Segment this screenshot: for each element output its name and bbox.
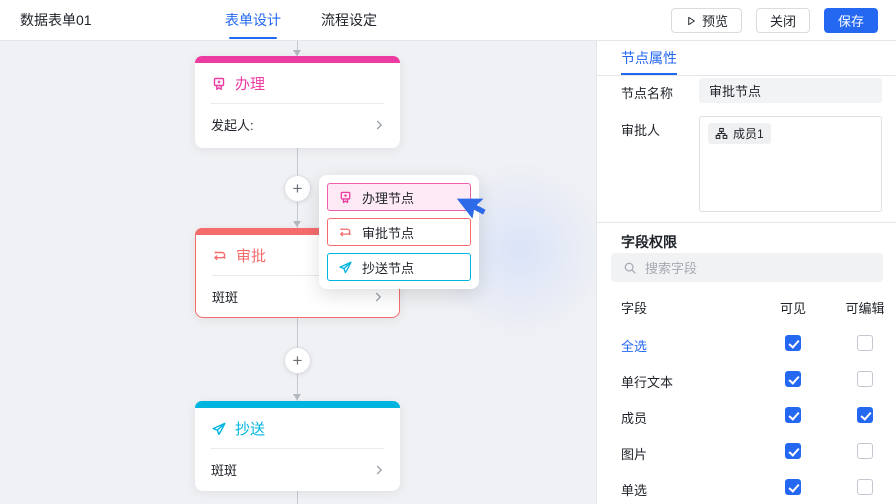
node-name-label: 节点名称 xyxy=(621,86,674,101)
add-node-menu: 办理节点 审批节点 xyxy=(319,175,479,289)
mouse-cursor-icon xyxy=(457,187,491,221)
menu-item-label: 抄送节点 xyxy=(362,260,415,276)
panel-tabbar: 节点属性 xyxy=(597,41,896,76)
column-header-field: 字段 xyxy=(621,301,648,316)
header-actions: 预览 关闭 保存 xyxy=(670,8,878,33)
send-icon xyxy=(338,260,353,275)
preview-button[interactable]: 预览 xyxy=(670,8,742,33)
route-icon xyxy=(212,248,228,264)
route-icon xyxy=(338,225,353,240)
node-color-bar xyxy=(195,401,400,408)
column-header-editable: 可编辑 xyxy=(845,301,885,316)
node-title: 审批 xyxy=(236,248,267,265)
chevron-right-icon[interactable] xyxy=(372,118,386,132)
visible-checkbox[interactable] xyxy=(785,335,801,351)
table-row: 单选 xyxy=(597,479,896,498)
node-title: 抄送 xyxy=(235,421,266,438)
node-title: 办理 xyxy=(235,76,266,93)
select-all-link[interactable]: 全选 xyxy=(621,339,648,354)
field-permissions-title: 字段权限 xyxy=(621,234,677,250)
table-row: 图片 xyxy=(597,443,896,462)
editable-checkbox[interactable] xyxy=(857,371,873,387)
flow-node-cc[interactable]: 抄送 斑斑 xyxy=(195,401,400,491)
add-node-button[interactable]: + xyxy=(284,175,311,202)
member-tag[interactable]: 成员1 xyxy=(708,123,771,144)
menu-item-approve-node[interactable]: 审批节点 xyxy=(327,218,471,246)
save-button-label: 保存 xyxy=(837,14,864,29)
permissions-table-header: 字段 可见 可编辑 xyxy=(597,298,896,316)
tab-process-settings[interactable]: 流程设定 xyxy=(321,12,377,28)
send-icon xyxy=(211,421,227,437)
connector-arrow xyxy=(293,50,301,56)
main-tabs: 表单设计 流程设定 xyxy=(225,0,377,40)
properties-panel: 节点属性 节点名称 审批人 成员1 xyxy=(596,0,896,504)
chevron-right-icon[interactable] xyxy=(371,290,385,304)
stamp-icon xyxy=(211,76,227,92)
editable-checkbox[interactable] xyxy=(857,407,873,423)
chevron-right-icon[interactable] xyxy=(372,463,386,477)
preview-button-label: 预览 xyxy=(701,14,728,29)
visible-checkbox[interactable] xyxy=(785,443,801,459)
menu-item-transact-node[interactable]: 办理节点 xyxy=(327,183,471,211)
table-row: 单行文本 xyxy=(597,371,896,390)
page-title: 数据表单01 xyxy=(20,12,92,28)
field-name: 单选 xyxy=(621,483,648,498)
visible-checkbox[interactable] xyxy=(785,371,801,387)
node-field-label: 斑斑 xyxy=(212,290,239,305)
top-header: 数据表单01 表单设计 流程设定 预览 关闭 保存 xyxy=(0,0,896,41)
table-row-select-all: 全选 xyxy=(597,335,896,354)
node-name-input[interactable] xyxy=(699,78,882,103)
field-name: 成员 xyxy=(621,411,648,426)
member-tag-label: 成员1 xyxy=(733,127,764,141)
editable-checkbox[interactable] xyxy=(857,443,873,459)
field-name: 图片 xyxy=(621,447,648,462)
search-placeholder: 搜索字段 xyxy=(645,261,698,276)
connector-arrow xyxy=(293,394,301,400)
tab-form-design[interactable]: 表单设计 xyxy=(225,0,281,40)
visible-checkbox[interactable] xyxy=(785,407,801,423)
table-row: 成员 xyxy=(597,407,896,426)
tab-node-properties[interactable]: 节点属性 xyxy=(621,41,677,75)
menu-item-label: 审批节点 xyxy=(362,225,415,241)
menu-item-cc-node[interactable]: 抄送节点 xyxy=(327,253,471,281)
add-node-button[interactable]: + xyxy=(284,347,311,374)
section-divider xyxy=(597,222,896,223)
node-field-label: 发起人: xyxy=(211,118,254,133)
stamp-icon xyxy=(338,190,353,205)
save-button[interactable]: 保存 xyxy=(823,8,878,33)
flow-node-approve[interactable]: 审批 斑斑 xyxy=(195,228,400,318)
play-icon xyxy=(685,15,697,27)
workflow-canvas[interactable]: 办理 发起人: + xyxy=(0,41,596,504)
close-button[interactable]: 关闭 xyxy=(755,8,810,33)
node-color-bar xyxy=(195,56,400,63)
editable-checkbox[interactable] xyxy=(857,335,873,351)
editable-checkbox[interactable] xyxy=(857,479,873,495)
approver-label: 审批人 xyxy=(621,123,661,138)
search-icon xyxy=(623,261,637,275)
search-input[interactable]: 搜索字段 xyxy=(611,253,883,282)
visible-checkbox[interactable] xyxy=(785,479,801,495)
flow-node-transact[interactable]: 办理 发起人: xyxy=(195,56,400,148)
close-button-label: 关闭 xyxy=(769,14,796,29)
column-header-visible: 可见 xyxy=(779,301,806,316)
approver-selector[interactable]: 成员1 xyxy=(699,116,882,212)
node-color-bar xyxy=(195,228,400,235)
field-name: 单行文本 xyxy=(621,375,674,390)
connector-arrow xyxy=(293,221,301,227)
menu-item-label: 办理节点 xyxy=(362,190,415,206)
node-field-label: 斑斑 xyxy=(211,463,238,478)
org-chart-icon xyxy=(715,127,728,140)
